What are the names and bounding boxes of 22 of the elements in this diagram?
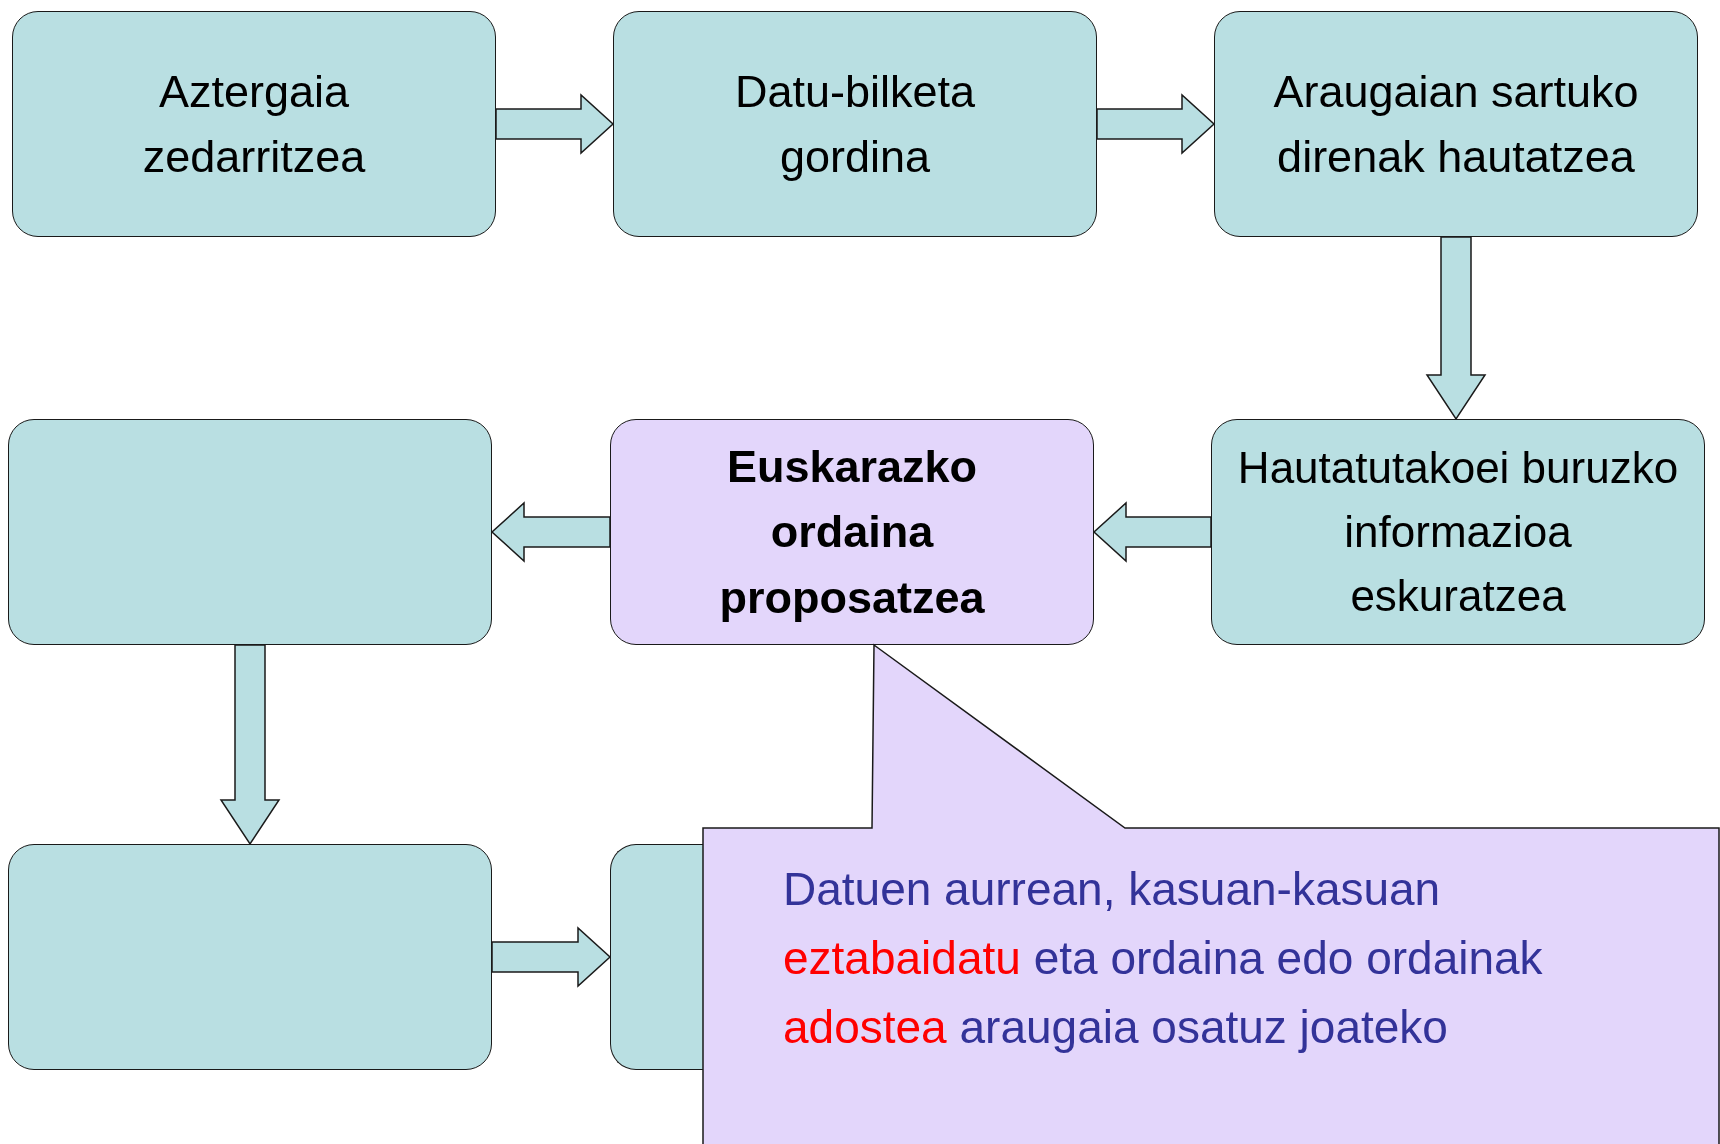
box-label: Hautatutakoei buruzko informazioa eskuratzea bbox=[1236, 442, 1680, 622]
process-box bbox=[613, 11, 1097, 237]
block-arrow bbox=[491, 926, 612, 988]
process-box bbox=[12, 11, 496, 237]
block-arrow bbox=[1425, 236, 1487, 421]
block-arrow bbox=[1096, 93, 1216, 155]
empty-box bbox=[610, 844, 704, 1070]
box-label: Aztergaia zedarritzea bbox=[141, 64, 367, 184]
callout-shape bbox=[703, 645, 1719, 1144]
process-box bbox=[610, 419, 1094, 645]
block-arrow bbox=[495, 93, 615, 155]
box-label: Datu-bilketa gordina bbox=[733, 64, 977, 184]
process-box bbox=[1211, 419, 1705, 645]
empty-box bbox=[8, 419, 492, 645]
box-label: Araugaian sartuko direnak hautatzea bbox=[1272, 64, 1640, 184]
empty-box bbox=[8, 844, 492, 1070]
callout-text: Datuen aurrean, kasuan-kasuan eztabaidatu eta ordaina edo ordainak adostea araugaia osatuz joateko bbox=[783, 862, 1544, 1055]
box-label: Euskarazko ordaina proposatzea bbox=[718, 440, 986, 625]
block-arrow bbox=[490, 501, 611, 563]
block-arrow bbox=[1092, 501, 1212, 563]
process-box bbox=[1214, 11, 1698, 237]
block-arrow bbox=[219, 644, 281, 846]
